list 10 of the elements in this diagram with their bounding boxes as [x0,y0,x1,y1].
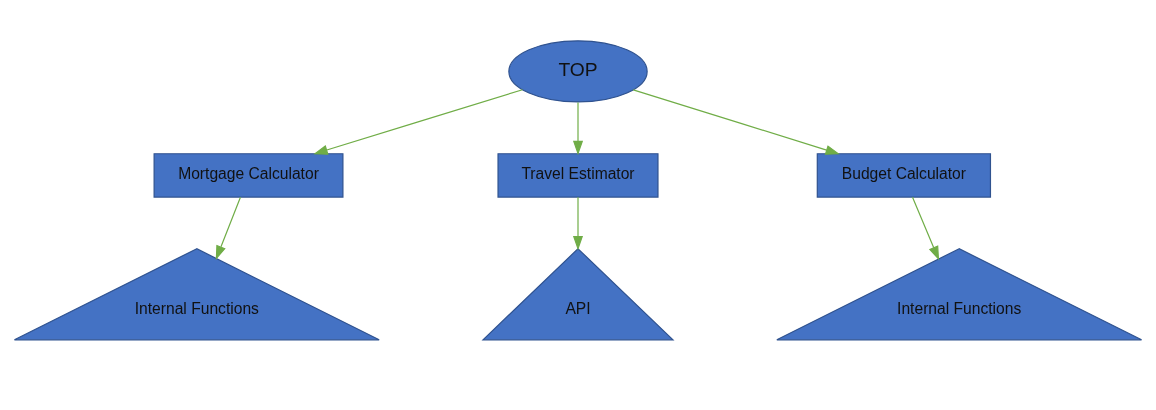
arrow [572,101,584,155]
arrow [572,196,584,250]
node-box: Mortgage Calculator [153,152,344,198]
arrow [911,196,940,261]
arrow [632,88,840,155]
node-box: Travel Estimator [497,152,659,198]
node-box: Budget Calculator [816,152,992,198]
arrow [215,196,242,260]
arrow [313,88,524,155]
node-ellipse: TOP [508,39,648,103]
